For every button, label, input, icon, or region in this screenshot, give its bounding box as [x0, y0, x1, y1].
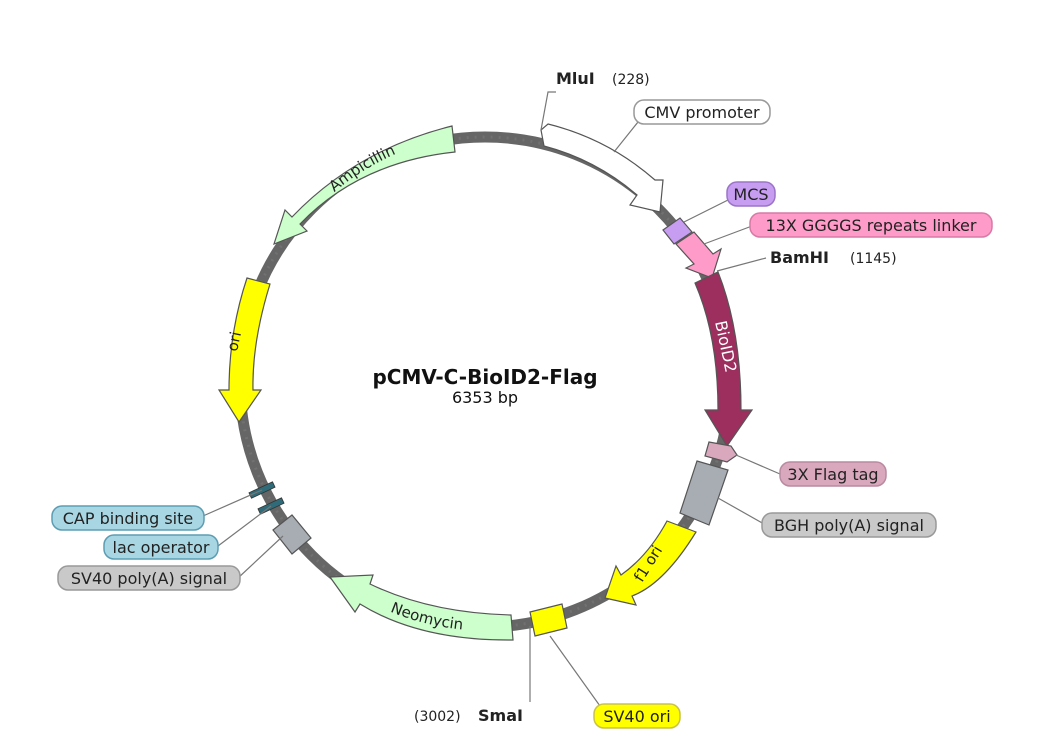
svg-text:MCS: MCS: [733, 185, 768, 204]
site-mlui-pos: (228): [612, 72, 650, 88]
feature-mcs[interactable]: [662, 217, 693, 245]
leader-mlui: [540, 91, 556, 131]
leader-flag: [735, 454, 781, 475]
leader-cmv: [613, 117, 641, 153]
feature-neomycin[interactable]: [328, 574, 514, 641]
site-bamhi-name[interactable]: BamHI: [770, 248, 829, 267]
feature-bgh-polya[interactable]: [679, 460, 729, 526]
leader-cap: [202, 489, 263, 517]
callout-sv40-ori[interactable]: SV40 ori: [593, 703, 681, 729]
leader-bgh: [717, 497, 765, 525]
feature-sv40-ori[interactable]: [529, 603, 568, 637]
plasmid-name: pCMV-C-BioID2-Flag: [372, 365, 597, 389]
feature-bioid2[interactable]: [694, 271, 754, 448]
svg-text:13X GGGGS repeats linker: 13X GGGGS repeats linker: [766, 216, 977, 235]
site-smai-pos: (3002): [414, 709, 461, 725]
leader-lacop: [217, 505, 272, 547]
callout-cap-binding-site[interactable]: CAP binding site: [51, 505, 205, 531]
site-bamhi-pos: (1145): [850, 251, 897, 267]
site-mlui-name[interactable]: MluI: [556, 69, 595, 88]
svg-text:3X Flag tag: 3X Flag tag: [787, 465, 878, 484]
svg-text:BGH poly(A) signal: BGH poly(A) signal: [774, 516, 924, 535]
svg-text:SV40 poly(A) signal: SV40 poly(A) signal: [71, 569, 227, 588]
leader-sv40ori: [549, 635, 601, 707]
callout-lac-operator[interactable]: lac operator: [103, 534, 219, 560]
leader-sv40pa: [237, 535, 284, 579]
callout-flag-tag[interactable]: 3X Flag tag: [779, 461, 887, 487]
svg-text:SV40 ori: SV40 ori: [603, 707, 670, 726]
feature-flag-tag[interactable]: [704, 441, 738, 463]
feature-sv40-polya[interactable]: [272, 514, 312, 555]
label-ampicillin: Ampicillin: [325, 141, 397, 195]
leader-mcs: [683, 199, 729, 223]
callout-bgh-polya[interactable]: BGH poly(A) signal: [761, 512, 937, 538]
callout-mcs[interactable]: MCS: [726, 181, 776, 207]
feature-ampicillin[interactable]: [273, 125, 456, 246]
leader-bamhi: [716, 257, 767, 272]
site-smai-name[interactable]: SmaI: [478, 706, 523, 725]
feature-cmv-promoter[interactable]: [540, 123, 664, 213]
feature-ori[interactable]: [217, 277, 271, 424]
label-ori: ori: [223, 330, 245, 353]
svg-text:CAP binding site: CAP binding site: [63, 509, 193, 528]
callout-sv40-polya[interactable]: SV40 poly(A) signal: [57, 565, 241, 591]
svg-text:lac operator: lac operator: [113, 538, 210, 557]
plasmid-size: 6353 bp: [452, 388, 518, 407]
leader-linker: [703, 225, 753, 245]
feature-f1-ori[interactable]: [604, 520, 697, 606]
callout-linker[interactable]: 13X GGGGS repeats linker: [749, 212, 993, 238]
svg-text:CMV promoter: CMV promoter: [644, 103, 760, 122]
feature-linker[interactable]: [675, 231, 723, 279]
callout-cmv-promoter[interactable]: CMV promoter: [633, 99, 771, 125]
